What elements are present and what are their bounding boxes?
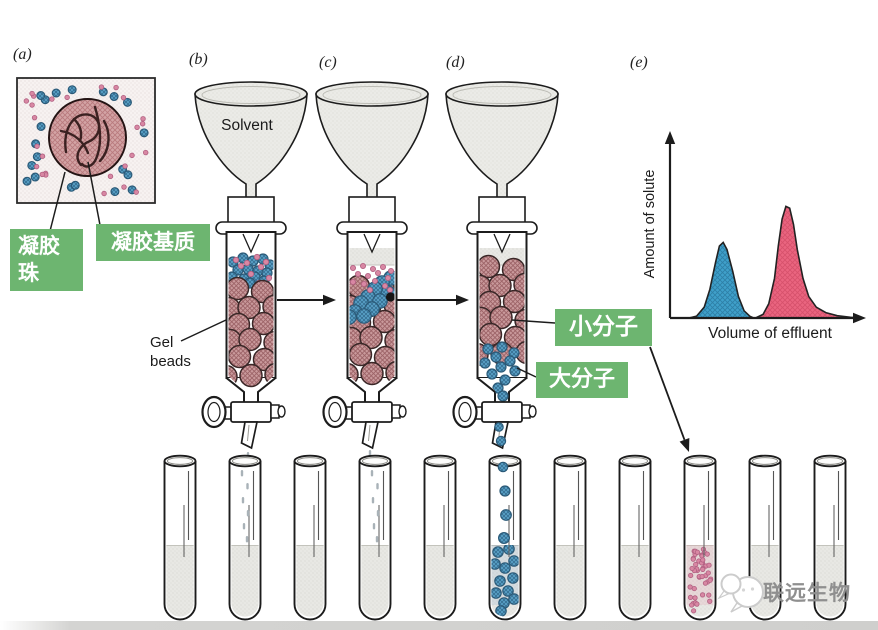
panel-label-d: (d): [446, 54, 465, 71]
panel-a-inset: [16, 77, 156, 232]
outlet-tip: [361, 421, 380, 450]
suspension-molecule-dots: [22, 84, 149, 197]
gel-beads-label-line1: Gel: [150, 334, 174, 351]
test-tube-6: [488, 454, 522, 621]
chart-e: [664, 131, 866, 324]
test-tube-rack: [163, 454, 847, 621]
panel-label-a: (a): [13, 46, 32, 63]
column-c: [315, 81, 429, 475]
funnel-b: [194, 81, 308, 199]
collected-liquid: [426, 545, 454, 617]
outlet-tip: [240, 421, 259, 450]
gel-bead-closeup: [48, 98, 127, 177]
stopcock-c: [322, 395, 407, 450]
collected-liquid: [816, 545, 844, 617]
test-tube-11: [813, 454, 847, 621]
column-contents-c: [349, 248, 395, 387]
collected-liquid: [166, 545, 194, 617]
dark-molecule-dot: [385, 292, 395, 302]
collected-liquid: [296, 545, 324, 617]
gel-bed: [228, 276, 274, 389]
valve-body: [481, 401, 523, 423]
chart-y-axis-label: Amount of solute: [642, 169, 658, 279]
collected-liquid: [231, 545, 259, 617]
test-tube-3: [293, 454, 327, 621]
large-molecules-exiting: [479, 341, 521, 402]
chart-x-axis-label: Volume of effluent: [708, 325, 832, 342]
stopper: [227, 196, 275, 225]
stopper: [348, 196, 396, 225]
stopcock-d: [452, 395, 537, 450]
solvent-band: [349, 248, 395, 266]
solvent-label: Solvent: [221, 117, 273, 134]
test-tube-4: [358, 454, 392, 621]
collected-liquid: [621, 545, 649, 617]
callout-gel-matrix-zh: 凝胶基质: [96, 224, 210, 261]
callout-gel-bead-zh: 凝胶 珠: [10, 229, 83, 291]
watermark-text: 联远生物: [763, 581, 851, 605]
column-contents-b: [228, 252, 274, 389]
callout-gel-bead-zh-l2: 珠: [18, 261, 39, 285]
panel-label-c: (c): [319, 54, 337, 71]
chart-axes: [664, 131, 866, 324]
test-tube-1: [163, 454, 197, 621]
panel-label-b: (b): [189, 51, 208, 68]
stopper: [478, 196, 526, 225]
chart-peak-pink: [755, 206, 860, 318]
funnel-d: [445, 81, 559, 199]
connectors: [180, 294, 690, 452]
collected-liquid: [361, 545, 389, 617]
liquid-contents: [491, 545, 519, 617]
column-b: [194, 81, 308, 468]
test-tube-7: [553, 454, 587, 621]
small-molecule-dots: [349, 262, 394, 293]
panel-label-e: (e): [630, 54, 648, 71]
funnel-c: [315, 81, 429, 199]
columns: [194, 81, 559, 475]
test-tube-9: [683, 454, 717, 621]
callout-small-molecules: 小分子: [555, 309, 652, 346]
chart-peak-blue: [689, 242, 754, 318]
test-tube-5: [423, 454, 457, 621]
watermark-icon: [717, 573, 764, 613]
collected-liquid: [556, 545, 584, 617]
column-d: [445, 81, 559, 450]
stopcock-b: [201, 395, 286, 450]
gel-beads-label: Gel beads: [150, 333, 191, 371]
gel-matrix-strands: [59, 105, 110, 168]
test-tube-8: [618, 454, 652, 621]
callout-gel-bead-zh-l1: 凝胶: [18, 234, 60, 258]
valve-body: [230, 401, 272, 423]
gel-beads-label-line2: beads: [150, 353, 191, 370]
bench-shadow-band: [0, 621, 878, 630]
column-contents-d: [479, 248, 525, 402]
valve-body: [351, 401, 393, 423]
test-tube-2: [228, 454, 262, 621]
liquid-contents: [686, 545, 714, 614]
callout-large-molecules: 大分子: [536, 362, 628, 398]
